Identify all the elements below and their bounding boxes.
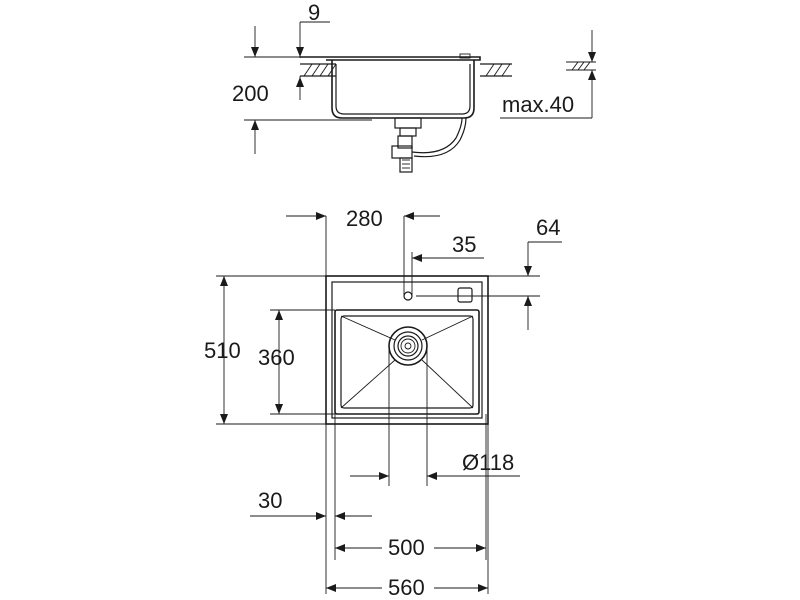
dim-rim-offset: 30 [250, 414, 489, 594]
dim-bowl-width: 500 [335, 534, 486, 560]
dim-total-depth: 510 [204, 275, 326, 425]
drain-assembly [391, 117, 467, 173]
dim-tap-offset-label: 280 [346, 206, 383, 231]
dim-edge-offset-label: 64 [536, 215, 560, 240]
dim-tap-offset: 280 [286, 206, 440, 296]
dim-total-depth-label: 510 [204, 338, 241, 363]
dim-counter-max-label: max.40 [502, 92, 574, 117]
countertop-left-hatch [300, 63, 337, 77]
countertop-right-hatch [480, 63, 512, 77]
sink-outer-rim [325, 275, 489, 425]
dim-counter-max: max.40 [500, 30, 596, 119]
overflow-button [457, 287, 473, 303]
tap-hole [403, 291, 413, 301]
dim-top-gap: 9 [296, 0, 330, 100]
dim-total-width-label: 560 [388, 575, 425, 600]
sink-profile [300, 56, 481, 119]
drain-strainer [388, 326, 428, 366]
countertop-far-right-hatch [566, 61, 596, 71]
dim-bowl-depth: 200 [232, 26, 372, 154]
dim-bowl-depth-label: 200 [232, 81, 269, 106]
side-view: 9 200 max.40 [232, 0, 596, 173]
dim-bowl-width-label: 500 [388, 535, 425, 560]
dim-drain: Ø118 [350, 346, 520, 486]
dim-tap-hole: 35 [412, 232, 484, 262]
dim-rim-offset-label: 30 [258, 488, 282, 513]
top-view: 280 35 64 510 [204, 206, 562, 600]
dim-bowl-length: 360 [258, 309, 335, 415]
dim-top-gap-label: 9 [308, 0, 320, 25]
dim-tap-hole-label: 35 [452, 232, 476, 257]
sink-bowl [334, 309, 480, 415]
dim-bowl-length-label: 360 [258, 345, 295, 370]
dim-edge-offset: 64 [416, 215, 562, 330]
dim-total-width: 560 [326, 574, 488, 600]
